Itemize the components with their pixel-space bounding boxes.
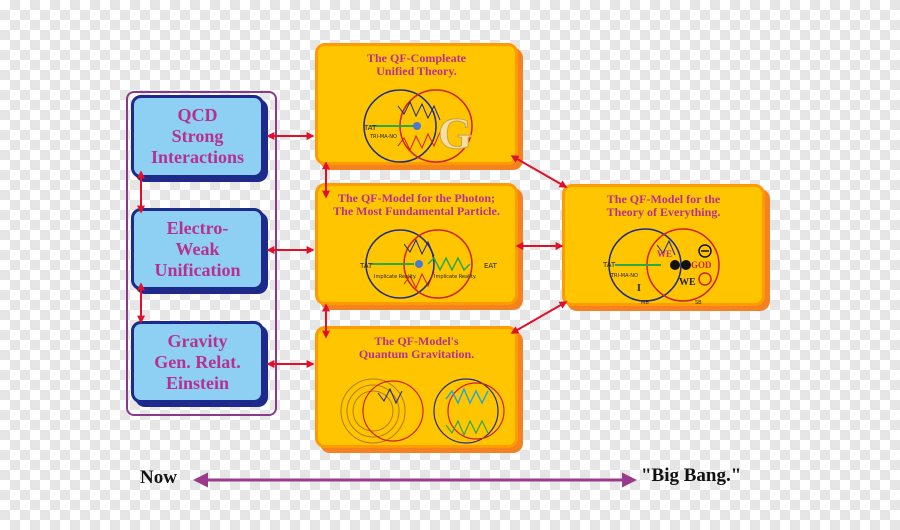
theory-of-everything-box[interactable]: The QF-Model for the Theory of Everythin…	[562, 184, 765, 306]
photon-right-caption: Implicate Reality.	[434, 274, 477, 280]
unified-tat-label: TAT	[363, 124, 377, 132]
qcd-box[interactable]: QCD Strong Interactions	[131, 95, 264, 178]
photon-model-venn: TAT EAT Implicate Reality. Implicate Rea…	[359, 229, 498, 299]
unified-tri-label: TRI-MA-NO	[369, 134, 397, 140]
toe-i-label: I	[637, 283, 641, 294]
unified-theory-title: The QF-Compleate Unified Theory.	[367, 51, 466, 78]
toe-tri-label: TRI-MA-NO	[610, 273, 638, 279]
arrow-gravitation-toe	[510, 301, 568, 334]
electroweak-box[interactable]: Electro- Weak Unification	[131, 208, 264, 290]
toe-tat-label: TAT	[602, 261, 616, 269]
unified-theory-venn: TAT TRI-MA-NO G	[363, 89, 473, 163]
quantum-gravitation-box[interactable]: The QF-Model's Quantum Gravitation.	[315, 326, 518, 448]
photon-tat-right: EAT	[484, 262, 498, 270]
theory-of-everything-title: The QF-Model for the Theory of Everythin…	[606, 192, 721, 219]
theory-of-everything-venn: TAT TRI-MA-NO I WE WE GOD MB SB	[602, 228, 720, 306]
gravity-box[interactable]: Gravity Gen. Relat. Einstein	[131, 321, 264, 403]
unified-theory-box[interactable]: The QF-Compleate Unified Theory. TAT TRI…	[315, 43, 518, 165]
timeline-now-label: Now	[140, 467, 177, 488]
photon-left-caption: Implicate Reality.	[374, 274, 417, 280]
quantum-gravitation-diagram	[340, 378, 505, 444]
photon-model-box[interactable]: The QF-Model for the Photon; The Most Fu…	[315, 183, 518, 305]
toe-we-bottom: WE	[679, 277, 696, 288]
unified-g-glyph: G	[438, 109, 472, 158]
toe-sb-label: SB	[695, 300, 702, 306]
photon-tat-left: TAT	[359, 262, 373, 270]
quantum-gravitation-title: The QF-Model's Quantum Gravitation.	[358, 334, 475, 361]
arrow-unified-toe	[510, 155, 568, 188]
toe-we-top: WE	[657, 249, 672, 259]
toe-mb-label: MB	[641, 300, 649, 306]
photon-model-title: The QF-Model for the Photon; The Most Fu…	[333, 191, 500, 218]
toe-god-label: GOD	[691, 260, 712, 270]
timeline-big-bang-label: "Big Bang."	[641, 465, 742, 486]
